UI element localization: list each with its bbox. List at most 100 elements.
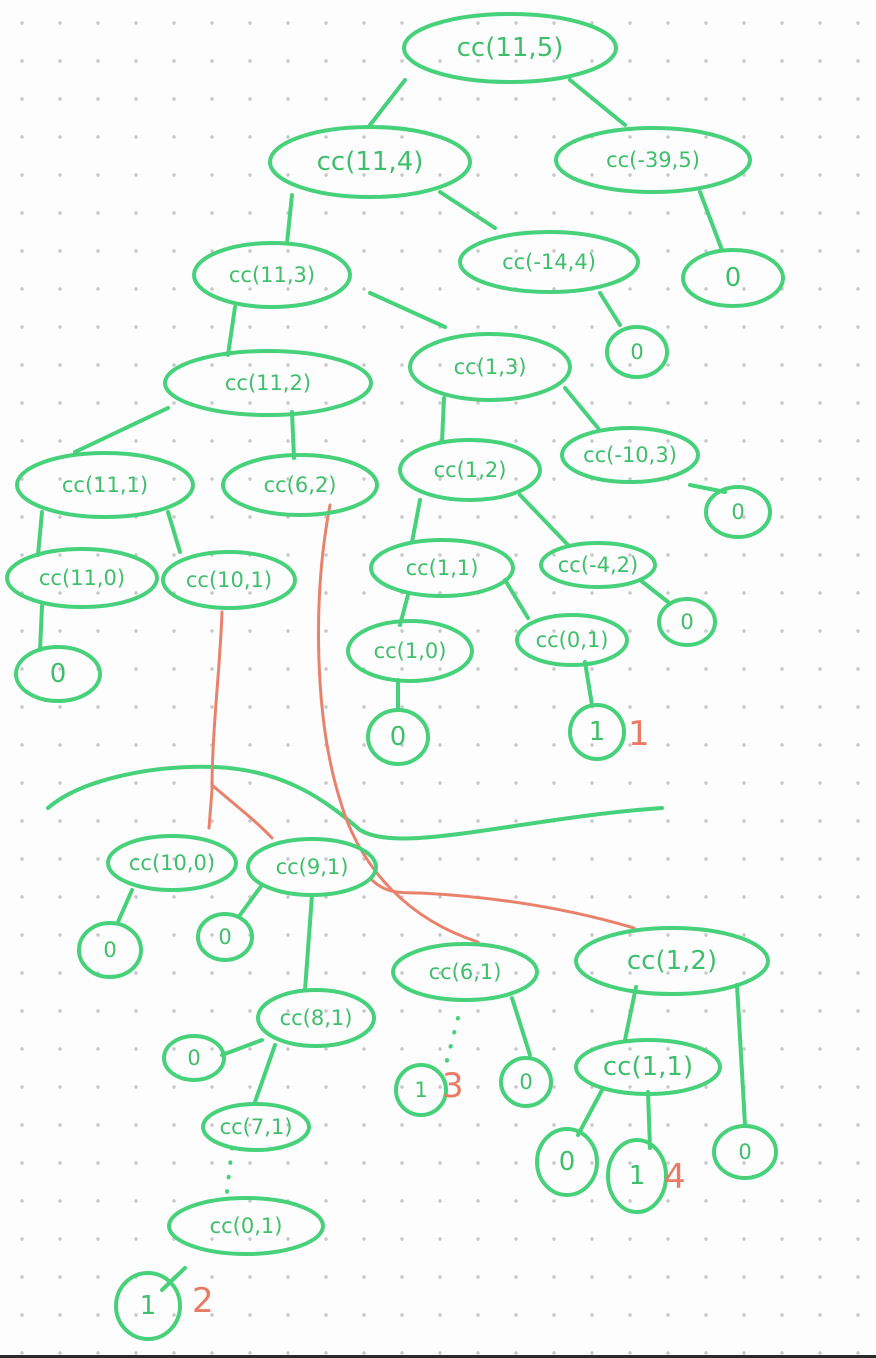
node-cc-9-1: cc(9,1) [246, 837, 378, 897]
node-cc-6-2: cc(6,2) [221, 453, 379, 517]
node-label: cc(1,1) [406, 556, 479, 580]
node-zero: 0 [196, 912, 254, 962]
node-cc-7-1: cc(7,1) [201, 1102, 311, 1152]
node-label: cc(1,1) [603, 1052, 693, 1082]
ellipsis-dots [224, 1146, 234, 1202]
node-one: 1 [568, 703, 626, 761]
node-label: 0 [218, 925, 231, 949]
node-label: cc(8,1) [280, 1006, 353, 1030]
edge [410, 498, 422, 544]
node-label: 0 [630, 340, 643, 364]
node-label: cc(0,1) [210, 1214, 283, 1238]
node-cc-1-3: cc(1,3) [408, 332, 572, 402]
node-cc-0-1: cc(0,1) [167, 1196, 325, 1256]
node-cc-11-2: cc(11,2) [163, 349, 373, 417]
node-label: 0 [731, 500, 744, 524]
node-label: cc(11,3) [229, 263, 315, 287]
edge [735, 983, 747, 1127]
edge [303, 893, 314, 992]
node-label: cc(1,0) [374, 639, 447, 663]
node-label: cc(10,1) [186, 568, 272, 592]
node-cc-neg39-5: cc(-39,5) [554, 126, 752, 194]
node-label: cc(11,1) [62, 473, 148, 497]
edge [368, 291, 447, 329]
node-cc-11-4: cc(11,4) [268, 125, 472, 199]
node-one: 1 [394, 1063, 448, 1117]
node-label: cc(6,2) [264, 473, 337, 497]
node-zero: 0 [712, 1124, 778, 1180]
node-cc-11-0: cc(11,0) [5, 547, 159, 609]
edge [598, 291, 622, 327]
trace-line [370, 878, 636, 930]
node-cc-1-1: cc(1,1) [369, 538, 515, 598]
edge [583, 660, 594, 707]
node-label: 0 [50, 659, 67, 689]
edge [563, 386, 600, 430]
separator-curve [46, 764, 664, 841]
edge [220, 1038, 264, 1057]
node-label: cc(1,3) [454, 355, 527, 379]
edge [698, 190, 724, 252]
node-zero: 0 [657, 597, 717, 647]
node-cc-neg4-2: cc(-4,2) [539, 541, 657, 589]
trace-line [210, 783, 274, 840]
node-label: cc(7,1) [220, 1115, 293, 1139]
node-label: cc(1,2) [434, 458, 507, 482]
node-cc-8-1: cc(8,1) [256, 988, 376, 1048]
count-label: 2 [192, 1281, 214, 1321]
node-cc-11-5: cc(11,5) [402, 12, 618, 84]
node-cc-11-3: cc(11,3) [192, 241, 352, 309]
edge [285, 193, 294, 245]
edge [38, 604, 44, 652]
count-label: 3 [442, 1066, 464, 1106]
node-label: cc(9,1) [276, 855, 349, 879]
node-zero: 0 [162, 1034, 226, 1082]
node-one: 1 [606, 1138, 668, 1214]
node-cc-1-1: cc(1,1) [574, 1038, 722, 1096]
edge [226, 305, 237, 357]
edge [116, 888, 134, 924]
node-cc-neg14-4: cc(-14,4) [458, 230, 640, 294]
node-label: cc(-10,3) [583, 443, 677, 467]
node-zero: 0 [499, 1056, 553, 1108]
tree-nodes: cc(11,5) cc(11,4) cc(-39,5) 0 cc(11,3) c… [5, 12, 785, 1341]
node-cc-11-1: cc(11,1) [15, 451, 195, 519]
node-label: cc(11,5) [457, 33, 564, 63]
edge [160, 1266, 187, 1292]
node-cc-neg10-3: cc(-10,3) [560, 426, 700, 484]
edge [290, 410, 296, 460]
node-label: 0 [187, 1046, 200, 1070]
trace-line [317, 503, 480, 944]
node-cc-6-1: cc(6,1) [391, 942, 539, 1002]
node-cc-10-0: cc(10,0) [106, 834, 238, 892]
node-label: cc(-39,5) [606, 148, 700, 172]
edge [368, 78, 407, 127]
node-label: 0 [390, 722, 407, 752]
edge [440, 396, 446, 444]
node-cc-1-2: cc(1,2) [398, 438, 542, 502]
edge [238, 883, 264, 917]
node-label: cc(1,2) [627, 946, 717, 976]
count-label: 4 [664, 1157, 686, 1197]
ellipsis-dots [443, 1016, 460, 1070]
node-label: 0 [103, 938, 116, 962]
trace-lines [207, 503, 636, 944]
node-label: cc(6,1) [429, 960, 502, 984]
count-label: 1 [628, 714, 650, 754]
edge [253, 1043, 277, 1104]
node-label: cc(-4,2) [558, 553, 638, 577]
edge [568, 78, 627, 127]
node-label: cc(0,1) [536, 628, 609, 652]
edge [638, 578, 670, 604]
node-label: cc(11,4) [317, 147, 424, 177]
edge [73, 406, 170, 454]
node-zero: 0 [77, 921, 143, 979]
edge [438, 190, 497, 230]
node-label: cc(11,2) [225, 371, 311, 395]
edge [503, 578, 530, 620]
edge [518, 493, 570, 547]
edge [623, 985, 638, 1042]
node-label: cc(11,0) [39, 566, 125, 590]
node-zero: 0 [366, 708, 430, 766]
